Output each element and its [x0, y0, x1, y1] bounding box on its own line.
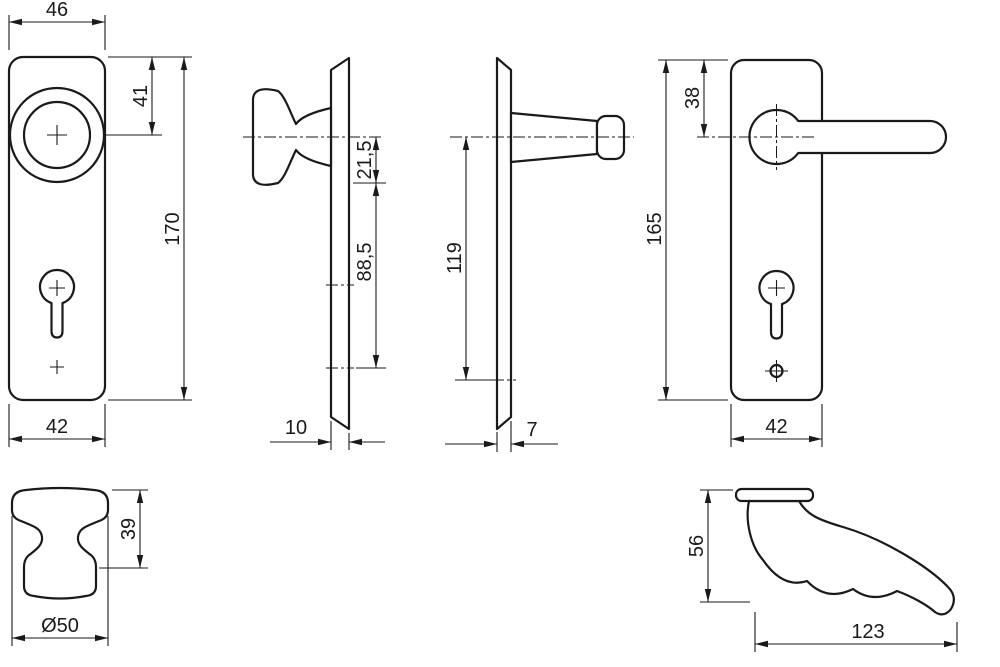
- knob-detail-view: 39 Ø50: [10, 486, 148, 646]
- lever-handle-profile: [746, 499, 955, 616]
- extension-lines: [700, 489, 958, 652]
- center-lines: [450, 136, 634, 381]
- extension-lines: [11, 489, 148, 646]
- dim-width-bottom: 42: [765, 416, 787, 438]
- dim-lever-center-offset: 38: [682, 87, 704, 109]
- extension-lines: [330, 182, 386, 450]
- dim-thickness: 7: [526, 419, 537, 441]
- dim-length: 119: [444, 242, 466, 274]
- plate-side-outline: [329, 56, 351, 431]
- knob-inner-circle: [22, 100, 92, 170]
- lever-rose-edge: [734, 487, 815, 503]
- dim-offset-lower: 88,5: [354, 243, 376, 282]
- extension-lines: [658, 59, 823, 447]
- dim-knob-center-offset: 41: [130, 85, 152, 107]
- knob-profile: [10, 486, 110, 600]
- center-marks: [765, 280, 788, 382]
- lever-plate-side-view: 119 7: [444, 56, 634, 452]
- dim-thickness: 10: [285, 417, 307, 439]
- plate-side-outline: [495, 56, 513, 431]
- dim-plate-height: 165: [644, 212, 666, 245]
- dim-height: 56: [686, 535, 708, 557]
- dim-width-bottom: 42: [46, 416, 68, 438]
- lever-handle-front: [748, 108, 948, 166]
- dim-diameter: Ø50: [41, 615, 79, 637]
- center-lines: [243, 136, 384, 369]
- center-marks: [47, 125, 67, 296]
- dim-length: 123: [851, 621, 884, 643]
- dim-height: 39: [118, 518, 140, 540]
- center-lines: [697, 104, 814, 170]
- screw-cross: [50, 360, 64, 374]
- knob-plate-front-view: 46 41 170 42: [7, 0, 192, 447]
- lever-detail-view: 56 123: [686, 487, 958, 652]
- dim-width-top: 46: [46, 0, 68, 21]
- dim-plate-height: 170: [162, 212, 184, 245]
- dim-offset-upper: 21,5: [354, 141, 376, 180]
- lever-plate-front-view: 38 165 42: [644, 58, 948, 447]
- euro-cylinder-hole: [38, 268, 76, 339]
- knob-plate-side-view: 21,5 88,5 10: [243, 56, 386, 450]
